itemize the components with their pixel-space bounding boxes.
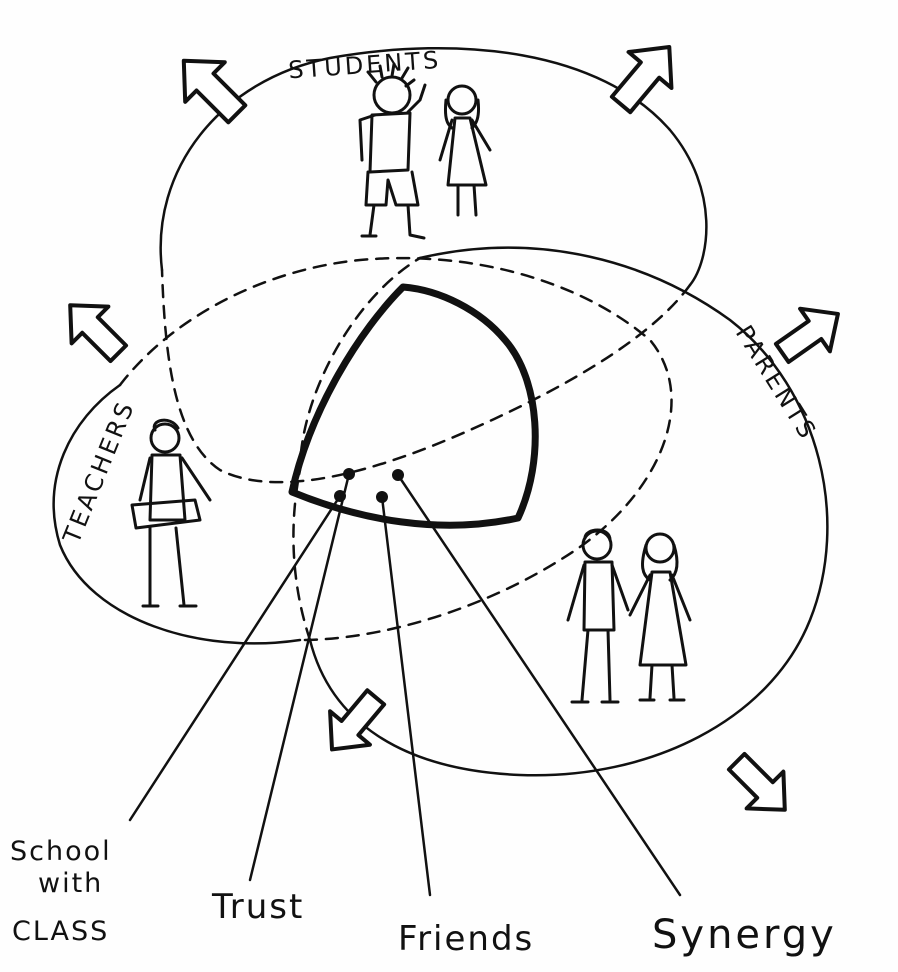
parents-circle-dashed: [292, 256, 422, 642]
arrow-top-left-icon: [181, 58, 248, 125]
arrow-left-icon: [68, 303, 129, 364]
teachers-circle-dashed: [118, 256, 673, 642]
synergy-label: Synergy: [652, 912, 837, 958]
students-circle-lower-dashed: [160, 268, 692, 484]
school-with-class-label-line1: School: [10, 836, 112, 867]
students-figures: [358, 62, 492, 240]
students-circle: [159, 47, 708, 287]
teachers-circle: [52, 383, 302, 645]
leader-trust: [248, 472, 351, 882]
leader-synergy: [396, 473, 682, 897]
school-with-class-label-line2: with: [38, 868, 103, 899]
teachers-label: TEACHERS: [57, 396, 140, 548]
friends-label: Friends: [398, 919, 534, 959]
teacher-figure: [130, 418, 212, 608]
arrow-top-right-icon: [609, 45, 674, 115]
core-intersection: [288, 283, 539, 529]
arrow-right-icon: [773, 306, 840, 364]
students-label: STUDENTS: [288, 46, 443, 85]
leader-school: [128, 494, 342, 822]
school-with-class-label-line3: CLASS: [12, 916, 109, 947]
arrow-bottom-left-icon: [328, 688, 387, 752]
parents-circle: [308, 246, 829, 777]
trust-label: Trust: [211, 887, 304, 927]
leader-friends: [380, 495, 432, 897]
parents-figures: [566, 528, 692, 704]
arrow-bottom-right-icon: [726, 751, 787, 812]
